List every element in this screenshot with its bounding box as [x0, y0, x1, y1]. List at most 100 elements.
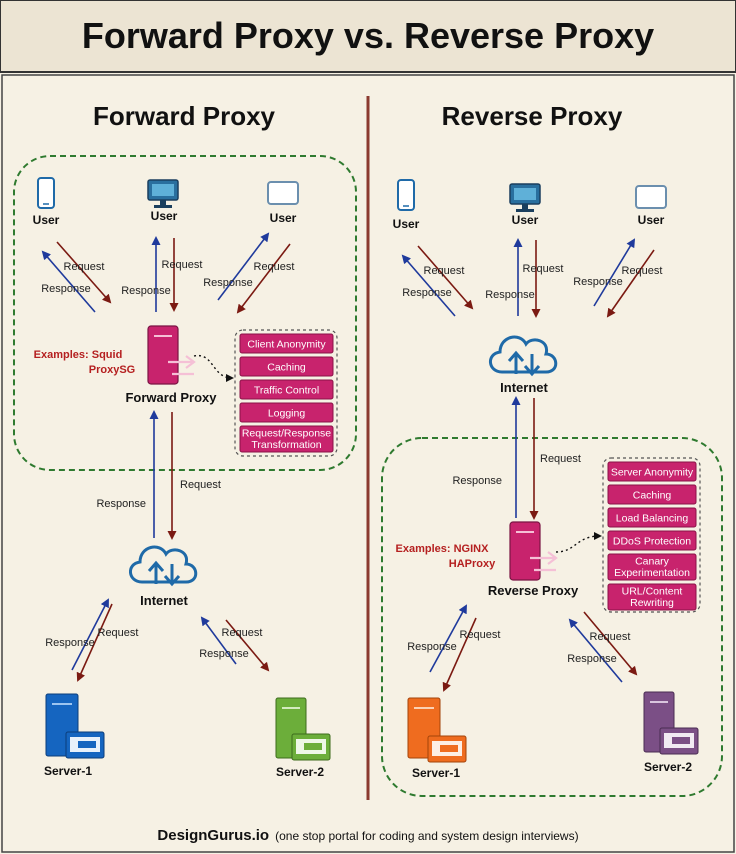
title-bar — [0, 0, 736, 73]
forward-response-label-1: Response — [41, 283, 91, 295]
reverse-internet-cloud-icon — [488, 335, 558, 376]
tablet-icon — [267, 181, 299, 205]
forward-server-2-request-label: Request — [222, 627, 263, 639]
reverse-examples-line2: HAProxy — [449, 558, 496, 570]
reverse-request-arrow-user-3 — [606, 249, 655, 318]
forward-internet-label: Internet — [140, 593, 188, 608]
forward-server-2-response-label: Response — [199, 648, 249, 660]
forward-response-label-3: Response — [203, 277, 253, 289]
reverse-proxy-server-icon — [509, 521, 558, 581]
reverse-feature-list — [602, 457, 701, 613]
server-icon — [275, 697, 331, 761]
tablet-icon — [635, 185, 667, 209]
forward-feature-4-text: Logging — [268, 408, 306, 420]
server-icon — [643, 691, 699, 755]
forward-proxy-server-icon — [147, 325, 196, 385]
reverse-feature-connector — [555, 532, 602, 553]
forward-response-arrow-user-3 — [217, 232, 270, 301]
reverse-user-1-label: User — [393, 217, 420, 231]
reverse-feature-6-text: URL/Content — [622, 586, 683, 598]
reverse-user-3-label: User — [638, 213, 665, 227]
forward-response-arrow-server-1 — [71, 598, 109, 671]
reverse-server-1-request-label: Request — [460, 629, 501, 641]
forward-request-label-3: Request — [254, 261, 295, 273]
forward-feature-list — [234, 329, 338, 457]
reverse-proxy-heading: Reverse Proxy — [442, 101, 623, 131]
forward-proxy-heading: Forward Proxy — [93, 101, 276, 131]
reverse-feature-4: DDoS Protection — [607, 530, 697, 551]
reverse-feature-2-text: Caching — [633, 490, 672, 502]
reverse-user-2-label: User — [512, 213, 539, 227]
desktop-monitor-icon — [147, 179, 179, 208]
reverse-response-arrow-server-1 — [429, 604, 467, 673]
forward-request-arrow-server-1 — [76, 603, 113, 682]
reverse-feature-6-text: Rewriting — [630, 597, 674, 609]
forward-request-label-2: Request — [162, 259, 203, 271]
forward-user-2-label: User — [151, 209, 178, 223]
forward-user-3-label: User — [270, 211, 297, 225]
reverse-feature-2: Caching — [607, 484, 697, 505]
forward-feature-2-text: Caching — [267, 362, 306, 374]
forward-feature-5-text: Request/Response — [242, 428, 331, 440]
forward-response-arrow-user-1 — [41, 250, 96, 313]
forward-feature-3-text: Traffic Control — [254, 385, 319, 397]
forward-internet-cloud-icon — [128, 545, 198, 586]
forward-request-arrow-user-1 — [56, 241, 112, 304]
server-icon — [45, 693, 105, 759]
reverse-server-1-label: Server-1 — [412, 766, 460, 780]
reverse-response-label-3: Response — [573, 276, 623, 288]
footer-tagline: (one stop portal for coding and system d… — [275, 829, 579, 843]
reverse-server-2-request-label: Request — [590, 631, 631, 643]
reverse-server-1-response-label: Response — [407, 641, 457, 653]
forward-examples-line1: Examples: Squid — [34, 349, 123, 361]
reverse-response-label-2: Response — [485, 289, 535, 301]
forward-internet-request-label: Request — [180, 479, 221, 491]
reverse-internet-response-label: Response — [452, 475, 502, 487]
forward-feature-1-text: Client Anonymity — [247, 339, 326, 351]
forward-feature-connector — [193, 355, 234, 382]
forward-client-group — [13, 155, 357, 471]
forward-server-1-label: Server-1 — [44, 764, 92, 778]
reverse-feature-3: Load Balancing — [607, 507, 697, 528]
reverse-request-label-3: Request — [622, 265, 663, 277]
reverse-request-label-2: Request — [523, 263, 564, 275]
reverse-server-group — [381, 437, 723, 797]
footer-brand: DesignGurus.io — [157, 827, 269, 844]
forward-request-label-1: Request — [64, 261, 105, 273]
reverse-examples-line1: Examples: NGINX — [396, 543, 490, 555]
forward-feature-5-text: Transformation — [251, 439, 321, 451]
forward-request-arrow-user-3 — [236, 243, 291, 314]
content-frame — [1, 74, 735, 853]
reverse-request-arrow-server-2 — [583, 611, 638, 676]
forward-response-label-2: Response — [121, 285, 171, 297]
reverse-response-arrow-user-3 — [593, 238, 636, 307]
reverse-server-2-label: Server-2 — [644, 760, 692, 774]
reverse-feature-5-text: Experimentation — [614, 567, 690, 579]
reverse-internet-label: Internet — [500, 380, 548, 395]
server-icon — [407, 697, 467, 763]
reverse-feature-4-text: DDoS Protection — [613, 536, 691, 548]
forward-feature-4: Logging — [239, 402, 334, 423]
forward-examples-line2: ProxySG — [89, 364, 135, 376]
reverse-feature-5-text: Canary — [635, 556, 670, 568]
forward-server-1-request-label: Request — [98, 627, 139, 639]
forward-feature-1: Client Anonymity — [239, 333, 334, 354]
reverse-request-arrow-user-1 — [417, 245, 474, 310]
forward-proxy-label: Forward Proxy — [125, 390, 217, 405]
forward-response-arrow-server-2 — [200, 616, 237, 665]
reverse-request-label-1: Request — [424, 265, 465, 277]
forward-server-2-label: Server-2 — [276, 765, 324, 779]
reverse-feature-3-text: Load Balancing — [616, 513, 689, 525]
reverse-response-arrow-user-1 — [401, 254, 456, 317]
reverse-request-arrow-server-1 — [442, 617, 477, 692]
forward-server-1-response-label: Response — [45, 637, 95, 649]
reverse-response-arrow-server-2 — [568, 618, 623, 683]
forward-user-1-label: User — [33, 213, 60, 227]
reverse-internet-request-label: Request — [540, 453, 581, 465]
reverse-server-2-response-label: Response — [567, 653, 617, 665]
footer: DesignGurus.io (one stop portal for codin… — [157, 827, 578, 844]
